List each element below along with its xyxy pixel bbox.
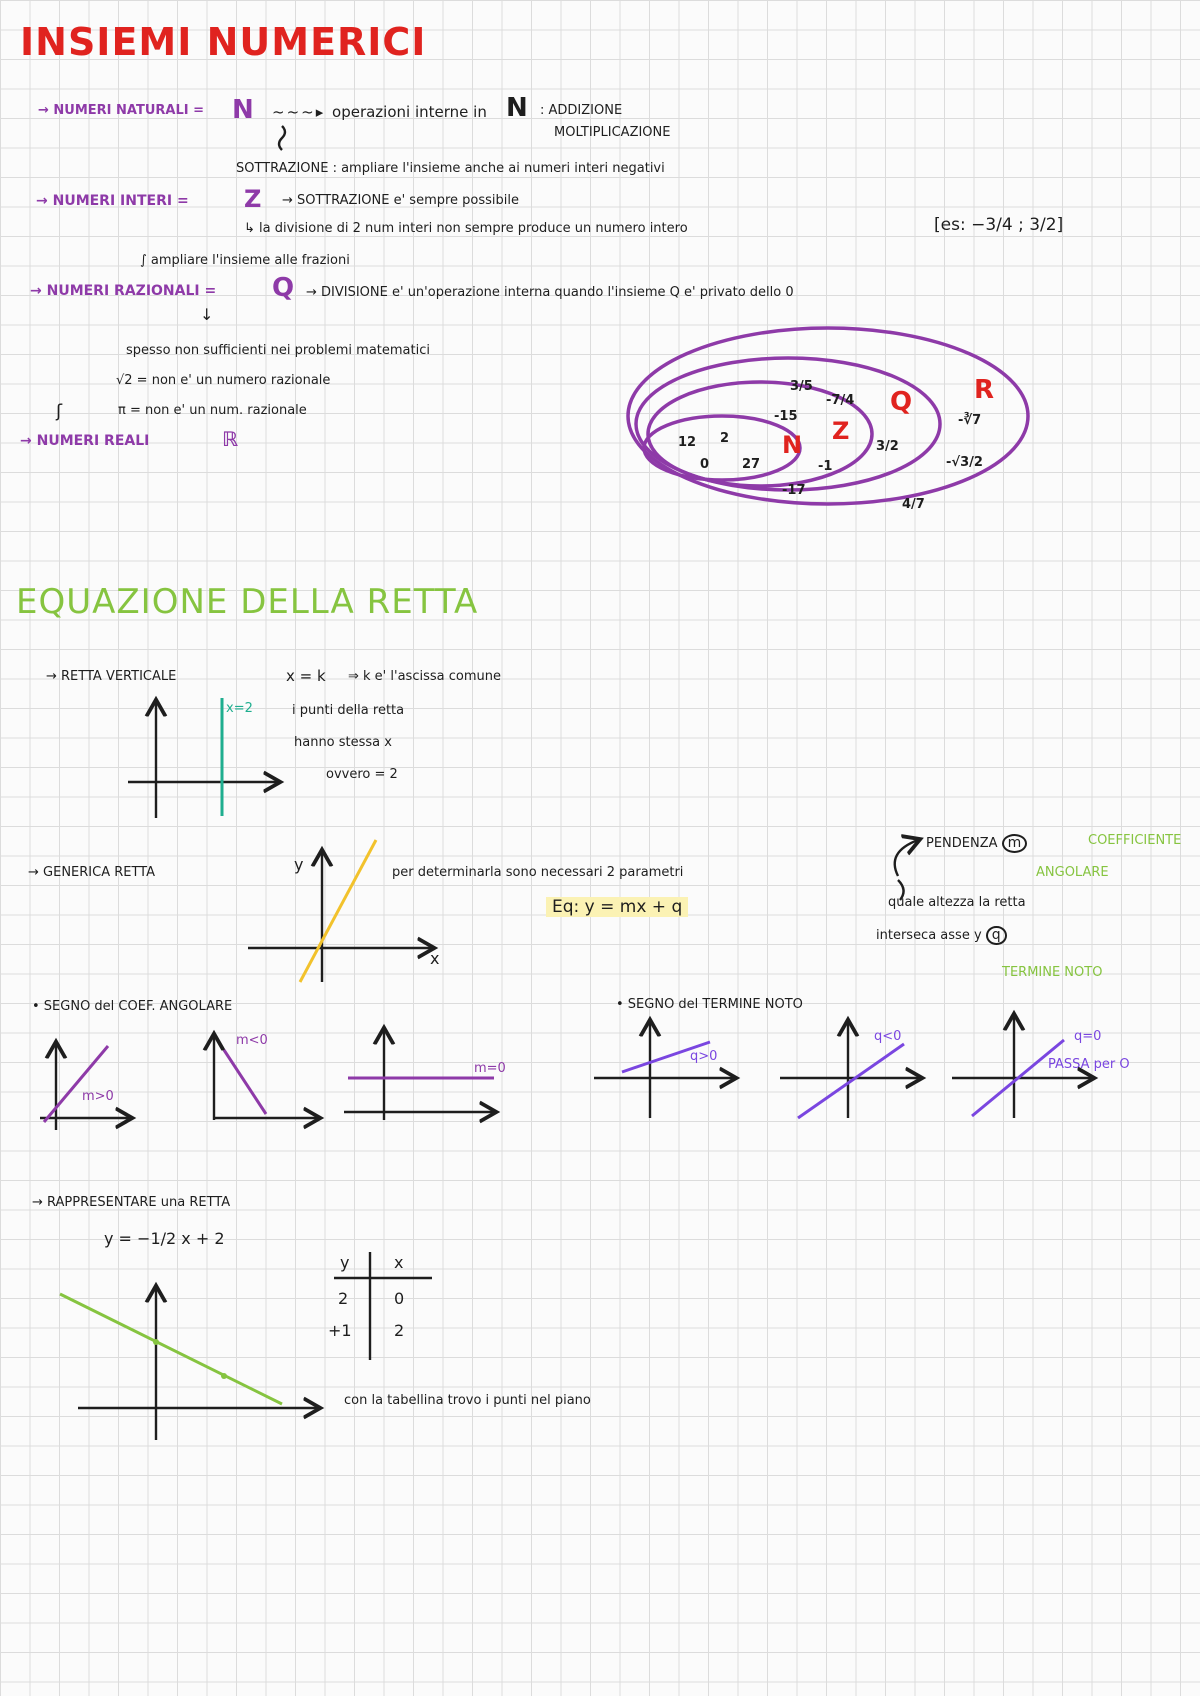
- interi-note: → SOTTRAZIONE e' sempre possibile: [282, 193, 520, 208]
- quale-note1: quale altezza la retta: [888, 895, 1026, 910]
- termine-noto-label: TERMINE NOTO: [1002, 965, 1103, 980]
- verticale-line-label: x=2: [226, 701, 253, 716]
- arrow-down-icon: ↓: [200, 305, 214, 324]
- line-m-neg: [222, 1049, 268, 1115]
- equation: Eq: y = mx + q: [546, 897, 689, 917]
- venn-r-el: -√3/2: [946, 455, 983, 470]
- parametri-note: per determinarla sono necessari 2 parame…: [392, 865, 684, 880]
- verticale-desc1: i punti della retta: [292, 703, 405, 718]
- line-generic: [298, 839, 378, 983]
- quale-note2: interseca asse y q: [876, 926, 1007, 946]
- verticale-eq: x = k: [286, 667, 326, 685]
- point-0-2: [153, 1339, 159, 1345]
- line-q-neg: [797, 1042, 905, 1120]
- table-cell: +1: [328, 1321, 352, 1340]
- venn-q-el: 3/2: [876, 439, 899, 454]
- razionali-label: → NUMERI RAZIONALI =: [30, 283, 217, 299]
- verticale-desc2: hanno stessa x: [294, 735, 392, 750]
- naturali-label: → NUMERI NATURALI =: [38, 103, 205, 118]
- generica-label: → GENERICA RETTA: [28, 865, 156, 880]
- divisione-note: ↳ la divisione di 2 num interi non sempr…: [244, 221, 688, 236]
- passa-origine-label: PASSA per O: [1048, 1057, 1130, 1072]
- m-circle: m: [1001, 834, 1028, 854]
- sottrazione-note: SOTTRAZIONE : ampliare l'insieme anche a…: [236, 161, 665, 176]
- table-header-y: y: [340, 1253, 350, 1272]
- tabella-note: con la tabellina trovo i punti nel piano: [344, 1393, 591, 1408]
- line-represented: [59, 1292, 283, 1406]
- pi-note: π = non e' un num. razionale: [118, 403, 307, 418]
- verticale-label: → RETTA VERTICALE: [46, 669, 177, 684]
- line-m-pos: [42, 1045, 110, 1123]
- reali-label: → NUMERI REALI: [20, 433, 150, 449]
- brace-n: [277, 125, 287, 151]
- q-pos-label: q>0: [690, 1049, 718, 1064]
- coefficiente-label: COEFFICIENTE: [1088, 833, 1182, 848]
- non-sufficienti: spesso non sufficienti nei problemi mate…: [126, 343, 430, 358]
- generica-axis-x: x: [430, 949, 440, 968]
- m-zero-label: m=0: [474, 1061, 506, 1076]
- naturali-symbol: N: [232, 95, 254, 125]
- table-header-x: x: [394, 1253, 404, 1272]
- q-circle: q: [985, 926, 1007, 946]
- interi-symbol: Z: [244, 185, 262, 213]
- generica-axis-y: y: [294, 855, 304, 874]
- pendenza: PENDENZA m: [926, 834, 1028, 854]
- venn-n-el: 2: [720, 431, 730, 446]
- line-q-zero: [971, 1038, 1065, 1118]
- op-moltiplicazione: MOLTIPLICAZIONE: [554, 125, 671, 140]
- venn-label-n: N: [782, 431, 803, 459]
- q-zero-label: q=0: [1074, 1029, 1102, 1044]
- venn-q-el: -7/4: [826, 393, 855, 408]
- angolare-label: ANGOLARE: [1036, 865, 1109, 880]
- naturali-ops: ~~~▸ operazioni interne in: [272, 103, 487, 121]
- venn-n-el: 12: [678, 435, 697, 450]
- m-pos-label: m>0: [82, 1089, 114, 1104]
- verticale-note: ⇒ k e' l'ascissa comune: [348, 669, 501, 684]
- interi-label: → NUMERI INTERI =: [36, 193, 189, 209]
- venn-q-el: 4/7: [902, 497, 925, 512]
- table-cell: 2: [394, 1321, 405, 1340]
- segno-m-label: • SEGNO del COEF. ANGOLARE: [32, 999, 233, 1014]
- segno-q-label: • SEGNO del TERMINE NOTO: [616, 997, 803, 1012]
- divisione-example: [es: −3/4 ; 3/2]: [934, 215, 1064, 235]
- ampliare-frazioni: ∫ ampliare l'insieme alle frazioni: [140, 253, 350, 268]
- venn-z-el: -1: [818, 459, 833, 474]
- rappresentare-label: → RAPPRESENTARE una RETTA: [32, 1195, 231, 1210]
- venn-z-el: -17: [782, 483, 806, 498]
- rappresentare-eq: y = −1/2 x + 2: [104, 1229, 225, 1248]
- set-n-ellipse: [642, 414, 802, 482]
- op-addizione: : ADDIZIONE: [540, 103, 623, 118]
- pendenza-arrow: [893, 840, 918, 877]
- razionali-symbol: Q: [272, 273, 295, 303]
- q-neg-label: q<0: [874, 1029, 902, 1044]
- venn-z-el: -15: [774, 409, 798, 424]
- naturali-ops-symbol: N: [506, 93, 528, 123]
- section-title-retta: EQUAZIONE DELLA RETTA: [16, 582, 479, 622]
- venn-q-el: 3/5: [790, 379, 813, 394]
- reali-symbol: ℝ: [222, 427, 239, 451]
- table-cell: 2: [338, 1289, 349, 1308]
- table-cell: 0: [394, 1289, 405, 1308]
- venn-r-el: -∛7: [958, 413, 982, 428]
- venn-label-z: Z: [832, 417, 850, 445]
- m-neg-label: m<0: [236, 1033, 268, 1048]
- radice2-note: √2 = non e' un numero razionale: [116, 373, 331, 388]
- razionali-note: → DIVISIONE e' un'operazione interna qua…: [306, 285, 794, 300]
- verticale-desc3: ovvero = 2: [326, 767, 398, 782]
- section-title-insiemi: INSIEMI NUMERICI: [20, 20, 427, 64]
- venn-n-el: 27: [742, 457, 761, 472]
- venn-label-r: R: [974, 375, 995, 405]
- brace-icon: ʃ: [56, 401, 63, 422]
- venn-label-q: Q: [890, 387, 913, 417]
- point-2-1: [221, 1373, 227, 1379]
- venn-n-el: 0: [700, 457, 710, 472]
